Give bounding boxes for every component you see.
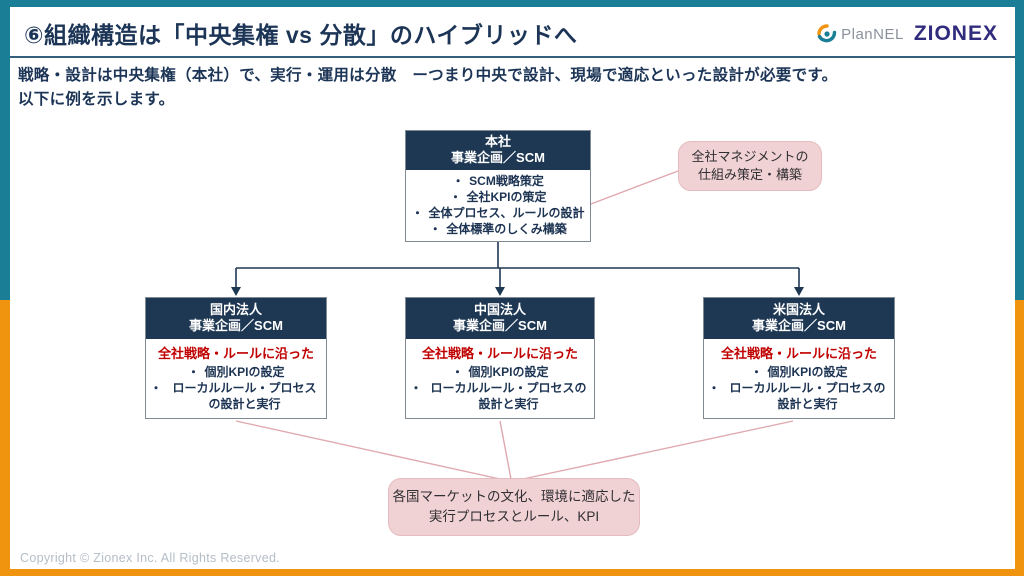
org-box-hq-header: 本社 事業企画／SCM <box>406 131 590 170</box>
frame-left-orange-bar <box>0 300 10 576</box>
bullet-marker: ・ <box>708 381 721 395</box>
org-tree-arrowheads <box>231 287 804 296</box>
org-box-usa: 米国法人 事業企画／SCM 全社戦略・ルールに沿った ・個別KPIの設定 ・ロー… <box>703 297 895 419</box>
bullet-marker: ・ <box>187 365 200 379</box>
bullet-marker: ・ <box>452 174 465 188</box>
branch-note: 全社戦略・ルールに沿った <box>421 346 578 361</box>
branch-item: ・個別KPIの設定 <box>750 365 848 379</box>
org-box-usa-header: 米国法人 事業企画／SCM <box>704 298 894 339</box>
zionex-logo-text: ZIONEX <box>913 22 998 45</box>
branch-dept: 事業企画／SCM <box>752 318 846 333</box>
branch-item: ・ローカルルール・プロセスの設計と実行 <box>150 381 317 411</box>
callout-bottom-line-2: 実行プロセスとルール、KPI <box>428 509 600 524</box>
branch-note: 全社戦略・ルールに沿った <box>157 346 314 361</box>
org-box-domestic: 国内法人 事業企画／SCM 全社戦略・ルールに沿った ・個別KPIの設定 ・ロー… <box>145 297 327 419</box>
frame-top-bar <box>0 0 1024 7</box>
branch-name: 国内法人 <box>209 302 262 317</box>
callout-top-line-1: 全社マネジメントの <box>691 149 809 164</box>
org-box-hq: 本社 事業企画／SCM ・SCM戦略策定 ・全社KPIの策定 ・全体プロセス、ル… <box>405 130 591 242</box>
branch-dept: 事業企画／SCM <box>189 318 283 333</box>
bullet-marker: ・ <box>451 365 464 379</box>
bullet-marker: ・ <box>750 365 763 379</box>
hq-name: 本社 <box>484 134 511 149</box>
callout-top-line-2: 仕組み策定・構築 <box>697 167 802 182</box>
intro-line-2: 以下に例を示します。 <box>18 91 175 109</box>
branch-name: 中国法人 <box>473 302 526 317</box>
branch-note: 全社戦略・ルールに沿った <box>720 346 877 361</box>
org-tree-lines <box>235 237 800 288</box>
branch-dept: 事業企画／SCM <box>453 318 547 333</box>
plannel-logo-text: PlanNEL <box>841 25 904 43</box>
org-box-domestic-body: 全社戦略・ルールに沿った ・個別KPIの設定 ・ローカルルール・プロセスの設計と… <box>146 339 326 418</box>
branch-item: ・個別KPIの設定 <box>187 365 285 379</box>
intro-text: 戦略・設計は中央集権（本社）で、実行・運用は分散 ーつまり中央で設計、現場で適応… <box>18 64 998 112</box>
intro-line-1: 戦略・設計は中央集権（本社）で、実行・運用は分散 ーつまり中央で設計、現場で適応… <box>18 67 838 84</box>
frame-right-orange-bar <box>1015 300 1024 576</box>
hq-item: ・全体プロセス、ルールの設計 <box>411 206 585 220</box>
branch-item: ・ローカルルール・プロセスの設計と実行 <box>708 381 886 411</box>
callout-local-adaptation: 各国マーケットの文化、環境に適応した 実行プロセスとルール、KPI <box>388 478 640 536</box>
branch-item: ・個別KPIの設定 <box>451 365 549 379</box>
bullet-marker: ・ <box>411 206 424 220</box>
logo-area: PlanNEL ZIONEX <box>817 22 998 46</box>
org-box-usa-body: 全社戦略・ルールに沿った ・個別KPIの設定 ・ローカルルール・プロセスの設計と… <box>704 339 894 418</box>
copyright-text: Copyright © Zionex Inc. All Rights Reser… <box>20 551 281 565</box>
org-box-china-body: 全社戦略・ルールに沿った ・個別KPIの設定 ・ローカルルール・プロセスの設計と… <box>406 339 594 418</box>
frame-right-teal-bar <box>1015 0 1024 300</box>
plannel-logo: PlanNEL <box>817 24 904 44</box>
hq-item: ・全社KPIの策定 <box>449 190 547 204</box>
org-box-china: 中国法人 事業企画／SCM 全社戦略・ルールに沿った ・個別KPIの設定 ・ロー… <box>405 297 595 419</box>
callout-hq-management: 全社マネジメントの 仕組み策定・構築 <box>678 141 822 191</box>
frame-bottom-bar <box>0 569 1024 576</box>
branch-item: ・ローカルルール・プロセスの設計と実行 <box>410 381 587 411</box>
frame-left-teal-bar <box>0 0 10 300</box>
slide-title: ⑥組織構造は「中央集権 vs 分散」のハイブリッドへ <box>24 22 578 48</box>
org-box-hq-body: ・SCM戦略策定 ・全社KPIの策定 ・全体プロセス、ルールの設計 ・全体標準の… <box>406 170 590 241</box>
bullet-marker: ・ <box>410 381 423 395</box>
bullet-marker: ・ <box>150 381 163 395</box>
title-divider <box>10 56 1015 58</box>
hq-dept: 事業企画／SCM <box>451 150 545 165</box>
plannel-swirl-icon <box>817 24 837 44</box>
callout-bottom-line-1: 各国マーケットの文化、環境に適応した <box>392 489 636 504</box>
hq-item: ・SCM戦略策定 <box>452 174 544 188</box>
org-box-china-header: 中国法人 事業企画／SCM <box>406 298 594 339</box>
branch-name: 米国法人 <box>772 302 825 317</box>
hq-item: ・全体標準のしくみ構築 <box>429 222 567 236</box>
bullet-marker: ・ <box>449 190 462 204</box>
org-box-domestic-header: 国内法人 事業企画／SCM <box>146 298 326 339</box>
bullet-marker: ・ <box>429 222 442 236</box>
